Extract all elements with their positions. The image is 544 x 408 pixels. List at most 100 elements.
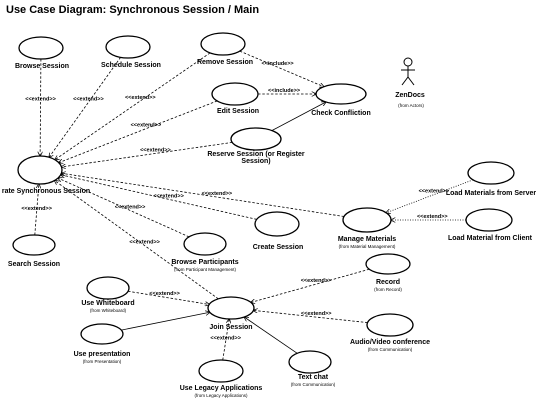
relation-text-chat-to-join-session — [244, 317, 298, 354]
use-case-package-note: (from Communication) — [368, 347, 413, 352]
use-case-label: Use Whiteboard — [81, 300, 134, 307]
relation-load-from-server-to-manage-materials — [386, 179, 474, 213]
use-case-browse-participants[interactable]: Browse Participants(from Participant Man… — [171, 232, 239, 272]
use-case-use-whiteboard[interactable]: Use Whiteboard(from Whiteboard) — [81, 276, 135, 313]
use-case-ellipse — [467, 161, 515, 185]
relation-schedule-session-to-sync-session — [49, 57, 121, 157]
use-case-legacy-apps[interactable]: Use Legacy Applications(from Legacy Appl… — [180, 359, 263, 398]
stereotype-label: <<extend>> — [115, 204, 146, 210]
use-case-label: Use Legacy Applications — [180, 385, 263, 392]
stereotype-label: <<extend>> — [140, 147, 171, 153]
relation-record-to-join-session — [251, 268, 370, 302]
use-case-label: Check Confliction — [311, 110, 371, 117]
diagram-title: Use Case Diagram: Synchronous Session / … — [6, 4, 260, 16]
use-case-label: Edit Session — [217, 108, 259, 115]
use-case-remove-session[interactable]: Remove Session — [197, 32, 253, 66]
use-case-label: Create Session — [253, 244, 304, 251]
relation-create-session-to-sync-session — [61, 175, 257, 220]
stereotype-label: <<include>> — [262, 61, 294, 67]
use-case-sync-session[interactable]: rate Synchronous Session — [2, 155, 90, 195]
stereotype-label: <<extend>> — [73, 96, 104, 102]
use-case-browse-session[interactable]: Browse Session — [15, 36, 69, 70]
use-case-edit-session[interactable]: Edit Session — [211, 82, 259, 115]
use-case-manage-materials[interactable]: Manage Materials(from Material Managemen… — [338, 207, 396, 249]
use-case-load-from-client[interactable]: Load Material from Client — [448, 208, 533, 242]
use-case-schedule-session[interactable]: Schedule Session — [101, 35, 161, 69]
use-case-search-session[interactable]: Search Session — [8, 234, 60, 268]
use-case-ellipse — [18, 36, 64, 60]
use-case-package-note: (from Presentation) — [83, 359, 122, 364]
use-case-label: Search Session — [8, 261, 60, 268]
use-case-label-line2: Session) — [241, 158, 270, 165]
use-case-ellipse — [366, 313, 414, 337]
use-case-package-note: (from Whiteboard) — [90, 308, 127, 313]
stereotype-label: <<extend>> — [301, 311, 332, 317]
relation-join-session-to-sync-session — [55, 181, 219, 300]
use-case-ellipse — [365, 253, 411, 275]
use-case-package-note: (from Communication) — [291, 382, 336, 387]
use-case-label: Audio/Video conference — [350, 339, 430, 346]
relation-use-whiteboard-to-join-session — [127, 290, 209, 304]
relation-reserve-session-to-check-conflict — [271, 102, 326, 131]
actor-label: ZenDocs — [395, 92, 425, 99]
stereotype-label: <<extend>> — [301, 278, 332, 284]
stereotype-label: <<extend>> — [417, 214, 448, 220]
relation-reserve-session-to-sync-session — [61, 142, 233, 167]
stereotype-label: <<extend>> — [202, 191, 233, 197]
use-case-ellipse — [17, 155, 63, 185]
actor-left-leg — [401, 76, 409, 86]
use-case-label: rate Synchronous Session — [2, 188, 90, 195]
use-case-audio-video[interactable]: Audio/Video conference(from Communicatio… — [350, 313, 430, 352]
use-case-label: Use presentation — [74, 351, 131, 358]
stereotype-label: <<extend>> — [21, 206, 52, 212]
relation-manage-materials-to-sync-session — [61, 173, 345, 217]
use-case-label: Schedule Session — [101, 62, 161, 69]
use-case-ellipse — [80, 323, 124, 345]
use-case-ellipse — [465, 208, 513, 232]
use-case-label: Load Material from Client — [448, 235, 533, 242]
use-case-ellipse — [207, 296, 255, 320]
use-case-ellipse — [198, 359, 244, 383]
use-case-record[interactable]: Record(from Record) — [365, 253, 411, 292]
use-case-text-chat[interactable]: Text chat(from Communication) — [288, 350, 336, 387]
use-case-ellipse — [315, 83, 367, 105]
use-case-package-note: (from Record) — [374, 287, 402, 292]
use-case-join-session[interactable]: Join Session — [207, 296, 255, 331]
use-case-label: Join Session — [209, 324, 252, 331]
use-case-use-presentation[interactable]: Use presentation(from Presentation) — [74, 323, 131, 364]
use-case-check-conflict[interactable]: Check Confliction — [311, 83, 371, 117]
stereotype-label: <<extend>> — [129, 240, 160, 246]
relation-browse-session-to-sync-session — [40, 58, 41, 156]
use-case-ellipse — [230, 127, 282, 151]
relation-use-presentation-to-join-session — [121, 312, 209, 331]
use-case-create-session[interactable]: Create Session — [253, 211, 304, 251]
use-case-package-note: (from Participant Management) — [174, 267, 237, 272]
actor-zendocs[interactable]: ZenDocs(from Actors) — [395, 57, 425, 108]
stereotype-label: <<extend>> — [131, 123, 162, 129]
use-case-label: Browse Participants — [171, 259, 238, 266]
use-case-load-from-server[interactable]: Load Materials from Server — [446, 161, 537, 197]
use-case-label: Manage Materials — [338, 236, 396, 243]
stereotype-label: <<extend>> — [25, 97, 56, 103]
use-case-label: Text chat — [298, 374, 329, 381]
relation-remove-session-to-sync-session — [55, 52, 211, 160]
use-case-ellipse — [12, 234, 56, 256]
actor-head — [403, 57, 413, 67]
actor-right-leg — [407, 76, 415, 86]
use-case-package-note: (from Legacy Applications) — [194, 393, 248, 398]
use-case-ellipse — [342, 207, 392, 233]
relation-audio-video-to-join-session — [253, 310, 368, 323]
relation-remove-session-to-check-conflict — [239, 50, 324, 87]
use-case-package-note: (from Material Management) — [339, 244, 396, 249]
use-case-label: Reserve Session (or Register — [207, 151, 305, 158]
stereotype-label: <<extend>> — [153, 193, 184, 199]
use-case-ellipse — [254, 211, 300, 237]
use-case-ellipse — [105, 35, 151, 59]
use-case-label: Load Materials from Server — [446, 190, 537, 197]
stereotype-label: <<extend>> — [419, 189, 450, 195]
relation-browse-participants-to-sync-session — [58, 178, 190, 238]
relation-legacy-apps-to-join-session — [222, 319, 230, 361]
